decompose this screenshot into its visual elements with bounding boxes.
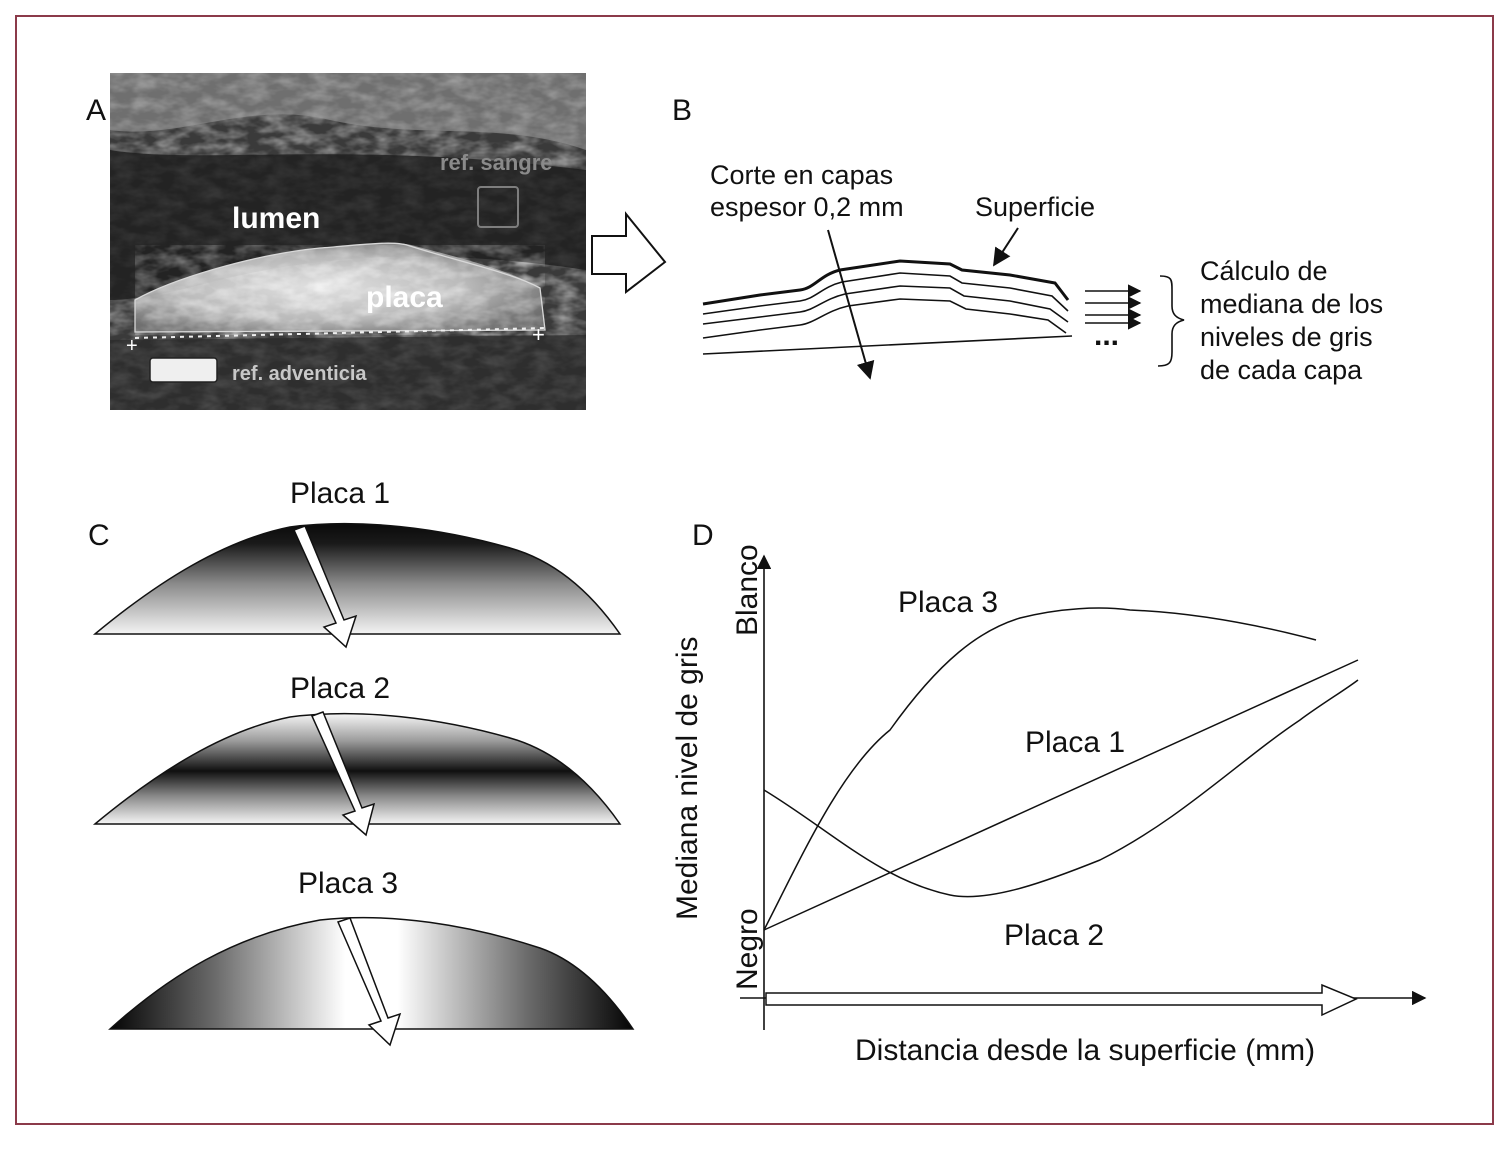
ref-sangre-box: [477, 186, 519, 228]
curve-placa-1: [763, 659, 1359, 931]
lumen-label: lumen: [232, 202, 320, 235]
plaque-2-title: Placa 2: [290, 672, 390, 705]
calc-line1: Cálculo de: [1200, 256, 1328, 286]
panel-d: D Mediana nivel de gris Blanco Negro Dis…: [671, 519, 1427, 1067]
x-hollow-arrow-icon: [765, 983, 1358, 1017]
placa-label: placa: [366, 281, 443, 314]
ultrasound-image: + +: [110, 73, 586, 410]
curve-label-placa-2: Placa 2: [1004, 919, 1104, 952]
corte-label-line2: espesor 0,2 mm: [710, 192, 904, 222]
panel-b: B Corte en capas espesor 0,2 mm Superfic…: [672, 94, 1383, 385]
calc-line3: niveles de gris: [1200, 322, 1373, 352]
curve-placa-2: [763, 679, 1359, 898]
ellipsis-dots: ...: [1094, 319, 1119, 352]
x-axis-label: Distancia desde la superficie (mm): [855, 1034, 1315, 1067]
panel-c: C Placa 1 Placa 2 Placa 3: [88, 477, 635, 1047]
plaque-1-arrow-icon: [292, 525, 358, 649]
plaque-3-arrow-icon: [336, 917, 402, 1047]
plaque-2-arrow-icon: [310, 711, 376, 837]
plaque-1-shape: [92, 522, 622, 635]
y-axis-label: Mediana nivel de gris: [671, 637, 704, 921]
panel-b-letter: B: [672, 94, 692, 127]
curve-label-placa-3: Placa 3: [898, 586, 998, 619]
hollow-arrow-icon: [591, 211, 667, 295]
plaque-3-title: Placa 3: [298, 867, 398, 900]
calc-line2: mediana de los: [1200, 289, 1383, 319]
svg-text:+: +: [532, 322, 545, 347]
plaque-1-title: Placa 1: [290, 477, 390, 510]
ref-adventicia-box: [149, 357, 218, 383]
curly-brace: [1157, 275, 1185, 367]
ref-sangre-label: ref. sangre: [440, 150, 553, 175]
outer-frame: [15, 15, 1494, 1125]
thickness-arrow: [827, 229, 875, 380]
layer-arrows: [1085, 284, 1142, 330]
plaque-2-shape: [92, 712, 622, 825]
calc-line4: de cada capa: [1200, 355, 1363, 385]
layer-lines: [702, 259, 1073, 355]
curve-label-placa-1: Placa 1: [1025, 726, 1125, 759]
y-tick-blanco: Blanco: [731, 544, 764, 636]
corte-label-line1: Corte en capas: [710, 160, 893, 190]
panel-a: A + + lumen placa ref. sangre: [86, 73, 586, 410]
panel-a-letter: A: [86, 94, 106, 127]
panel-c-letter: C: [88, 519, 110, 552]
panel-d-letter: D: [692, 519, 714, 552]
ref-adventicia-label: ref. adventicia: [232, 363, 367, 385]
y-tick-negro: Negro: [731, 908, 764, 990]
superficie-pointer: [993, 227, 1019, 267]
svg-text:+: +: [126, 335, 138, 357]
curve-placa-3: [763, 607, 1317, 931]
superficie-label: Superficie: [975, 192, 1095, 222]
